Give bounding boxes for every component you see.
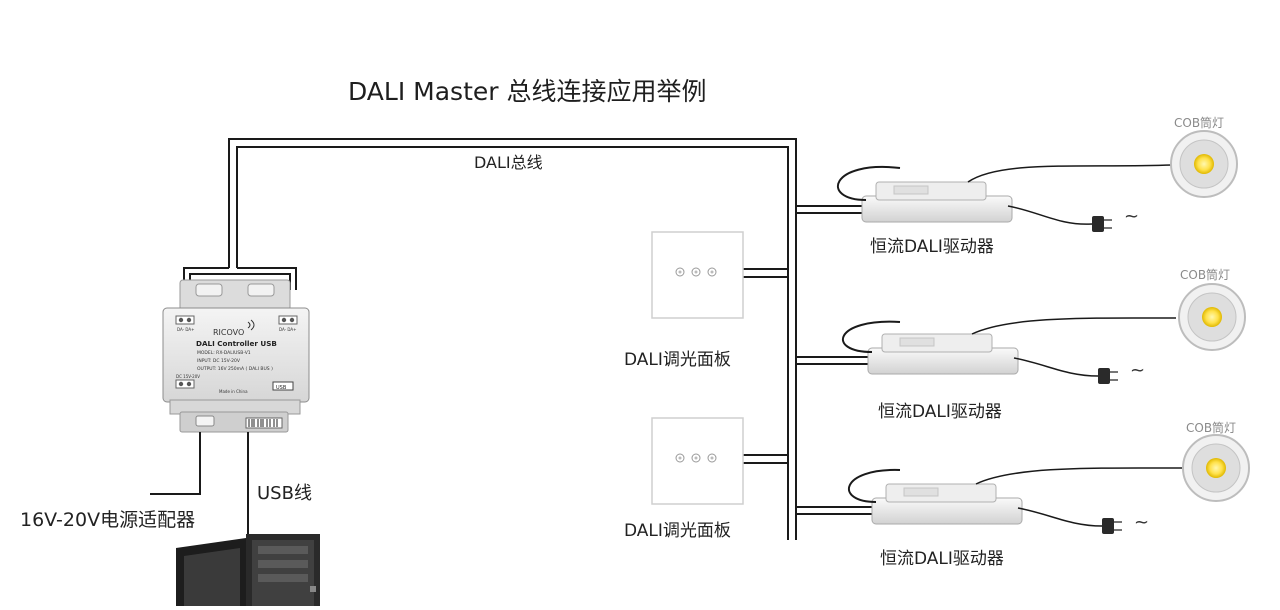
controller-model: MODEL: RX-DALIUSB-V1 [197, 350, 251, 356]
driver-label-2: 恒流DALI驱动器 [878, 402, 1002, 422]
dimmer-panel-label-1: DALI调光面板 [624, 350, 731, 370]
diagram-title: DALI Master 总线连接应用举例 [348, 77, 707, 106]
controller-dc-label: DC 15V-20V [176, 374, 200, 379]
dali-bus [228, 138, 797, 540]
cob-lamp-label-1: COB筒灯 [1174, 116, 1225, 130]
ac-symbol-3: ~ [1134, 512, 1150, 533]
cob-lamp-icon-3 [1182, 434, 1250, 502]
panel-feeds [743, 268, 788, 464]
cob-lamp-icon-1 [1170, 130, 1238, 198]
plug-icon-1 [1092, 216, 1112, 232]
ac-symbol-2: ~ [1130, 360, 1146, 381]
ac-symbol-1: ~ [1124, 206, 1140, 227]
plug-icon-2 [1098, 368, 1118, 384]
controller-input: INPUT: DC 15V-20V [197, 358, 241, 364]
controller-terminal-right: DA- DA+ [279, 327, 296, 332]
controller-terminal-left: DA- DA+ [177, 327, 194, 332]
usb-cable-label: USB线 [257, 483, 312, 504]
driver-label-3: 恒流DALI驱动器 [880, 549, 1004, 569]
dimmer-panel-label-2: DALI调光面板 [624, 521, 731, 541]
computer-icon [176, 534, 320, 606]
cob-lamp-icon-2 [1178, 283, 1246, 351]
driver-2 [842, 317, 1177, 377]
bus-wire-inner [236, 146, 789, 540]
driver-label-1: 恒流DALI驱动器 [870, 237, 994, 257]
controller-name: DALI Controller USB [196, 339, 277, 348]
cob-lamp-label-3: COB筒灯 [1186, 421, 1237, 435]
plug-icon-3 [1102, 518, 1122, 534]
cob-lamp-label-2: COB筒灯 [1180, 268, 1231, 282]
controller-cables [150, 432, 249, 540]
dimmer-panel-2 [651, 417, 744, 505]
driver-1 [837, 164, 1173, 225]
dimmer-panel-1 [651, 231, 744, 319]
power-adapter-label: 16V-20V电源适配器 [20, 509, 196, 531]
dali-bus-label: DALI总线 [474, 153, 543, 172]
bus-wire-outer [228, 138, 797, 540]
power-cable [150, 432, 201, 495]
dali-controller: DA- DA+ DA- DA+ RICOVO DALI Controller U… [162, 279, 310, 433]
driver-feeds [796, 205, 876, 515]
controller-usb-tag: USB [276, 385, 287, 391]
controller-origin: Made in China [219, 389, 248, 394]
controller-output: OUTPUT: 16V 250mA ( DALI BUS ) [197, 366, 273, 372]
controller-brand: RICOVO [213, 328, 244, 337]
driver-3 [847, 467, 1183, 527]
